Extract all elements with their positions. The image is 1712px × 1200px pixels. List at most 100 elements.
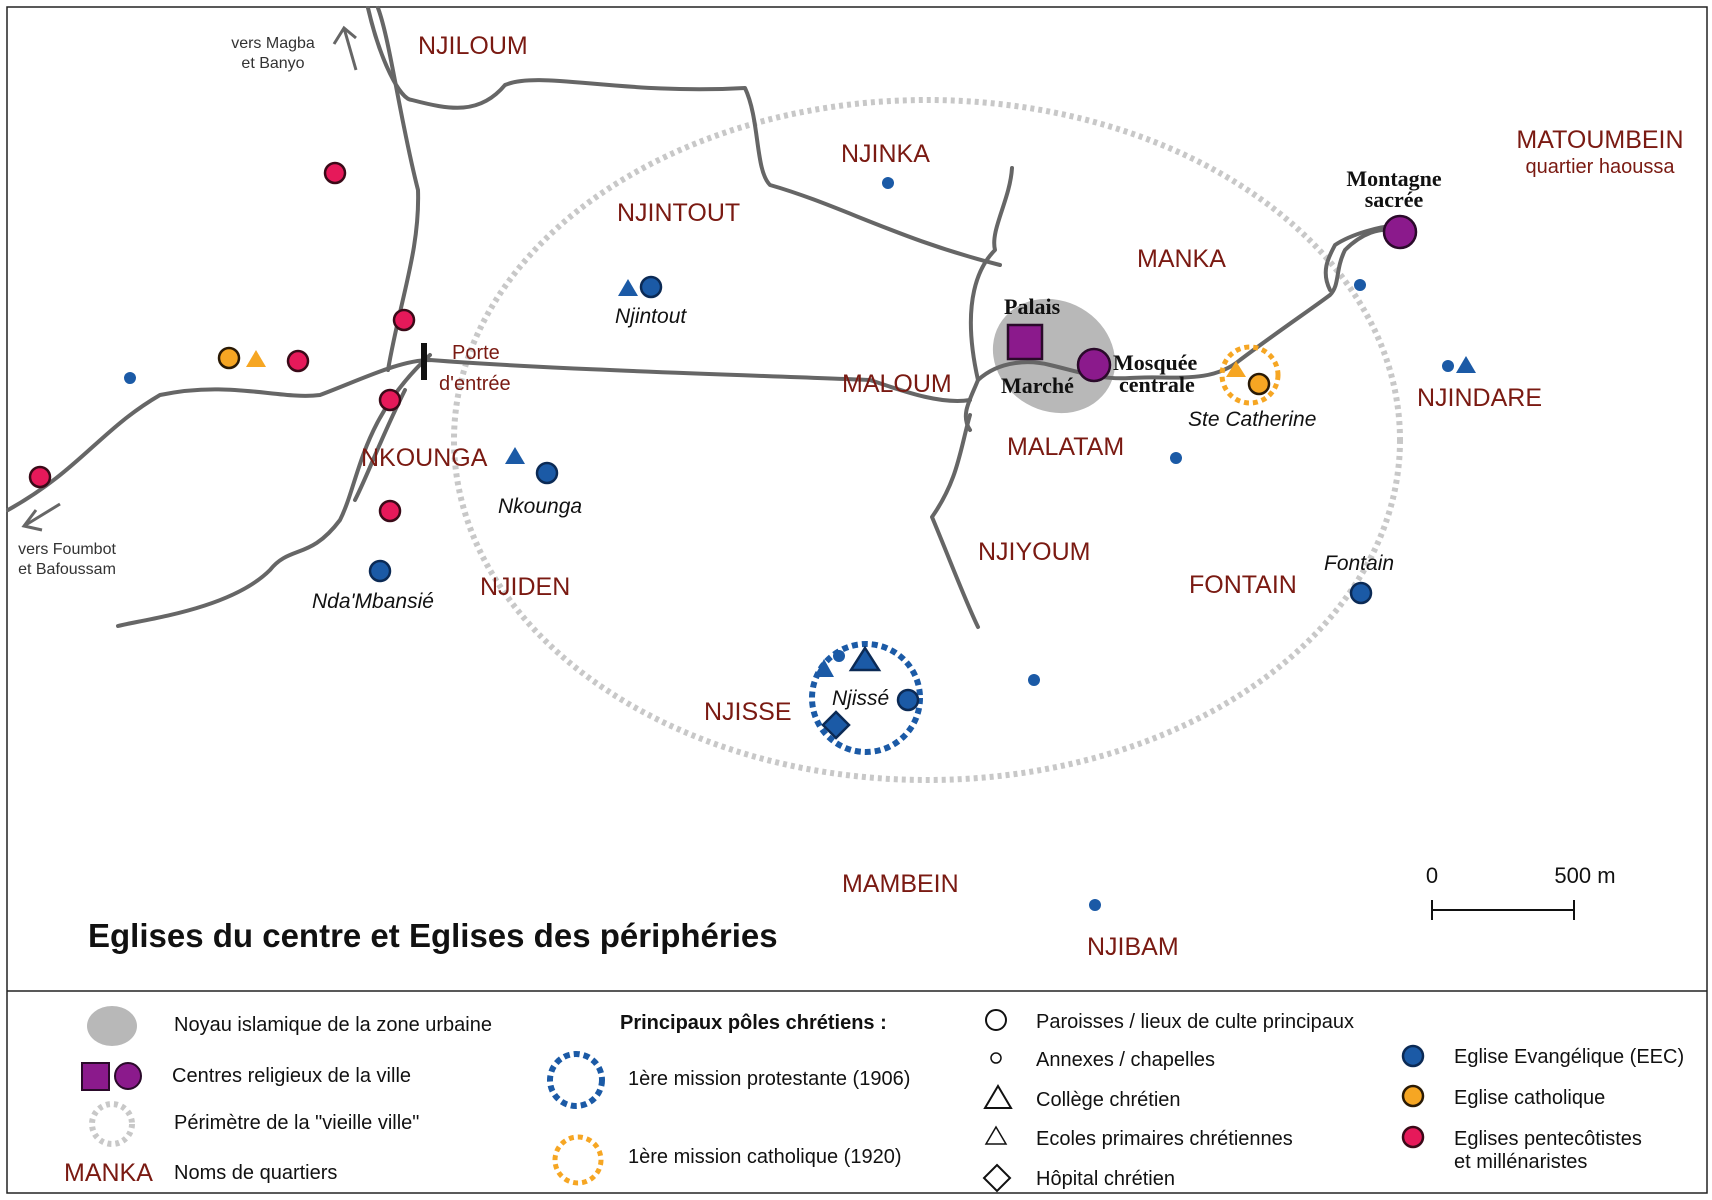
evangelical-annex-icon	[124, 372, 136, 384]
palais-square-icon	[1006, 323, 1044, 361]
quarter-manka: MANKA	[1137, 245, 1226, 273]
legend-annex-icon	[990, 1052, 1002, 1064]
direction-north-line2: et Banyo	[241, 55, 304, 72]
legend-pentecostal-label-line1: Eglises pentecôtistes	[1454, 1128, 1642, 1150]
landmark-montagne-line2: sacrée	[1365, 187, 1424, 212]
catholic-church-icon	[1247, 372, 1271, 396]
legend-circle-icon	[114, 1062, 142, 1090]
legend-quarter-label: Noms de quartiers	[174, 1162, 337, 1184]
evangelical-annex-icon	[882, 177, 894, 189]
pentecostal-church-icon	[392, 308, 416, 332]
landmark-mosquee-line2: centrale	[1119, 372, 1195, 397]
evangelical-annex-icon	[1442, 360, 1454, 372]
quarter-njinka: NJINKA	[841, 140, 930, 168]
direction-southwest-line2: et Bafoussam	[18, 561, 116, 578]
legend-primary-school-label: Ecoles primaires chrétiennes	[1036, 1128, 1293, 1150]
quarter-matoumbein: MATOUMBEIN	[1516, 126, 1683, 154]
legend-college-label: Collège chrétien	[1036, 1089, 1181, 1111]
place-fontain: Fontain	[1324, 552, 1394, 575]
legend-primary-school-icon	[984, 1125, 1008, 1145]
landmark-palais: Palais	[1004, 294, 1061, 319]
quarter-fontain: FONTAIN	[1189, 571, 1297, 599]
legend-catholic-mission-swatch	[552, 1134, 604, 1186]
direction-north-line1: vers Magba	[231, 35, 315, 52]
quarter-nkounga: NKOUNGA	[361, 444, 488, 472]
legend-pentecostal-swatch	[1401, 1125, 1425, 1149]
pentecostal-church-icon	[378, 388, 402, 412]
evangelical-annex-icon	[833, 650, 845, 662]
legend-evangelical-label: Eglise Evangélique (EEC)	[1454, 1046, 1684, 1068]
quarter-matoumbein-subtitle: quartier haoussa	[1526, 156, 1676, 178]
quarter-njibam: NJIBAM	[1087, 933, 1179, 961]
place-labels: Njintout Nkounga Nda'Mbansié Njissé Font…	[312, 305, 1394, 710]
evangelical-church-icon	[1349, 581, 1373, 605]
legend-college-icon	[983, 1084, 1013, 1109]
catholic-primary-school-icon	[246, 350, 266, 367]
quarter-malatam: MALATAM	[1007, 433, 1124, 461]
evangelical-church-icon	[639, 275, 663, 299]
legend-annex-label: Annexes / chapelles	[1036, 1049, 1215, 1071]
legend-hospital-label: Hôpital chrétien	[1036, 1168, 1175, 1190]
quarter-njiden: NJIDEN	[480, 573, 570, 601]
evangelical-primary-school-icon	[505, 447, 525, 464]
quarter-njisse: NJISSE	[704, 698, 792, 726]
evangelical-annex-icon	[1028, 674, 1040, 686]
arrow-north-icon	[332, 25, 358, 71]
landmark-porte-line1: Porte	[452, 342, 500, 364]
scale-bar: 0 500 m	[1426, 863, 1616, 920]
pentecostal-church-icon	[378, 499, 402, 523]
place-njintout: Njintout	[615, 305, 687, 328]
quarter-njintout: NJINTOUT	[617, 199, 740, 227]
evangelical-sites	[124, 177, 1476, 911]
catholic-mission-1920	[1219, 344, 1281, 406]
legend-quarter-sample: MANKA	[64, 1159, 153, 1187]
evangelical-primary-school-icon	[618, 279, 638, 296]
evangelical-annex-icon	[1089, 899, 1101, 911]
quarter-labels: NJILOUM NJINKA MATOUMBEIN quartier haous…	[361, 32, 1684, 961]
legend-square-icon	[81, 1062, 110, 1091]
pentecostal-churches	[28, 161, 416, 523]
map-border	[6, 6, 1708, 1194]
map-title: Eglises du centre et Eglises des périphé…	[88, 917, 778, 954]
quarter-njiloum: NJILOUM	[418, 32, 528, 60]
quarter-maloum: MALOUM	[842, 370, 952, 398]
mosquee-circle-icon	[1076, 347, 1112, 383]
arrow-southwest-icon	[21, 502, 61, 532]
scale-zero: 0	[1426, 863, 1438, 888]
landmark-porte-line2: d'entrée	[439, 373, 511, 395]
evangelical-church-icon	[535, 461, 559, 485]
legend: Noyau islamique de la zone urbaine Centr…	[64, 1006, 1684, 1193]
landmark-labels: Porte d'entrée Palais Marché Mosquée cen…	[439, 166, 1442, 398]
pentecostal-church-icon	[323, 161, 347, 185]
landmark-montagne-line1: Montagne	[1346, 166, 1442, 191]
evangelical-church-icon	[368, 559, 392, 583]
protestant-mission-1906	[809, 641, 923, 755]
legend-parish-label: Paroisses / lieux de culte principaux	[1036, 1011, 1354, 1033]
montagne-circle-icon	[1382, 214, 1418, 250]
legend-poles-title: Principaux pôles chrétiens :	[620, 1012, 887, 1034]
direction-southwest-line1: vers Foumbot	[18, 541, 116, 558]
catholic-church-icon	[217, 346, 241, 370]
quarter-njindare: NJINDARE	[1417, 384, 1542, 412]
place-ste-catherine: Ste Catherine	[1188, 408, 1316, 431]
legend-evangelical-swatch	[1401, 1044, 1425, 1068]
legend-protestant-swatch	[547, 1051, 605, 1109]
legend-islamic-core-label: Noyau islamique de la zone urbaine	[174, 1014, 492, 1036]
legend-religious-centers-label: Centres religieux de la ville	[172, 1065, 411, 1087]
place-nkounga: Nkounga	[498, 495, 582, 518]
evangelical-annex-icon	[1354, 279, 1366, 291]
place-njisse: Njissé	[832, 687, 889, 710]
scale-label: 500 m	[1554, 863, 1615, 888]
landmark-marche: Marché	[1001, 373, 1074, 398]
legend-protestant-label: 1ère mission protestante (1906)	[628, 1068, 910, 1090]
pentecostal-church-icon	[286, 349, 310, 373]
quarter-njiyoum: NJIYOUM	[978, 538, 1091, 566]
evangelical-hospital-icon	[821, 710, 851, 740]
evangelical-college-icon	[848, 645, 882, 672]
pentecostal-church-icon	[28, 465, 52, 489]
legend-hospital-icon	[982, 1163, 1012, 1193]
legend-perimeter-swatch	[89, 1101, 135, 1147]
legend-catholic-label: Eglise catholique	[1454, 1087, 1605, 1109]
legend-pentecostal-label-line2: et millénaristes	[1454, 1151, 1587, 1173]
